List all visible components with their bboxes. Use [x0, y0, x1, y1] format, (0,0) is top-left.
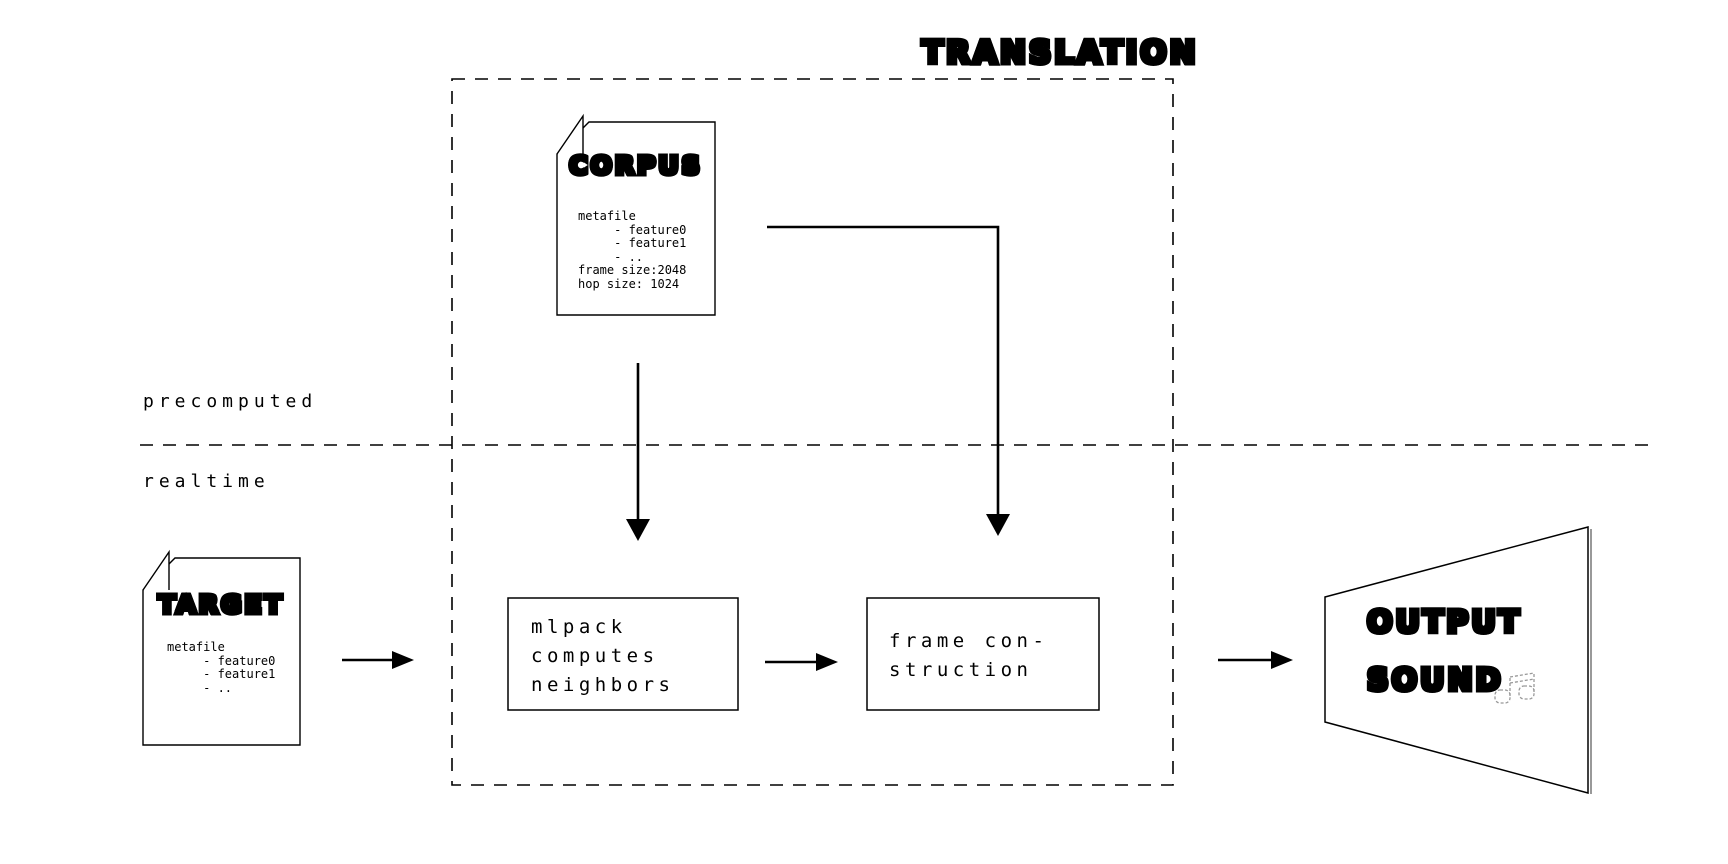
diagram-title: TRANSLATION	[920, 34, 1199, 73]
arrowhead-target-to-mlpack	[392, 651, 414, 669]
arrowhead-corpus-to-frame	[986, 514, 1010, 536]
mlpack-box	[507, 597, 739, 711]
arrowhead-frame-to-output	[1271, 651, 1293, 669]
realtime-label: realtime	[143, 471, 270, 492]
corpus-file-fold-icon	[556, 113, 584, 155]
target-file-title: TARGET	[156, 588, 285, 621]
target-file-fold-icon	[142, 549, 170, 591]
frame-construction-box	[866, 597, 1100, 711]
precomputed-label: precomputed	[143, 391, 318, 412]
mlpack-box-label: mlpack computes neighbors	[531, 616, 675, 696]
frame-construction-box-label: frame con- struction	[889, 630, 1049, 681]
arrowhead-mlpack-to-frame	[816, 653, 838, 671]
output-sound-line1: OUTPUT	[1364, 603, 1523, 642]
corpus-file-title: CORPUS	[567, 149, 703, 182]
target-file-body: metafile - feature0 - feature1 - ..	[167, 640, 276, 695]
output-trapezoid	[1324, 526, 1589, 794]
output-sound-line2: SOUND	[1364, 661, 1504, 700]
arrowhead-corpus-to-mlpack	[626, 519, 650, 541]
corpus-file-body: metafile - feature0 - feature1 - .. fram…	[578, 209, 687, 291]
arrow-corpus-to-frame	[767, 225, 1000, 519]
music-notes-icon	[1494, 672, 1535, 704]
